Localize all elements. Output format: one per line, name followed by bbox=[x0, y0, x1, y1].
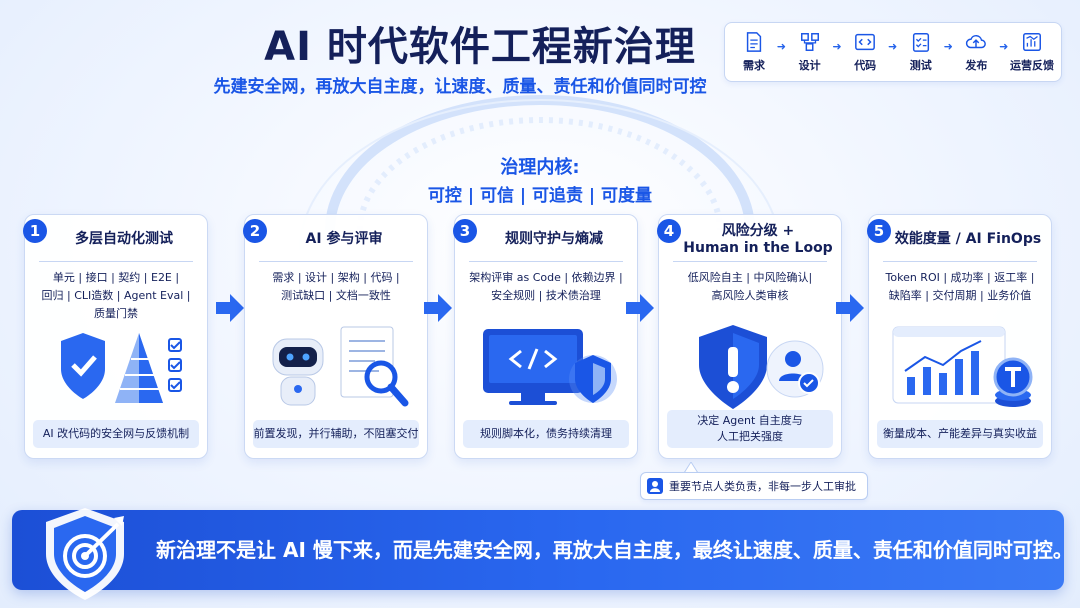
card-footer: 衡量成本、产能差异与真实收益 bbox=[877, 420, 1043, 448]
pipeline-label: 发布 bbox=[965, 59, 988, 72]
pipeline-step-design: 设计 bbox=[789, 31, 831, 73]
card-description: 低风险自主 | 中风险确认| 高风险人类审核 bbox=[687, 271, 813, 302]
banner-text: 新治理不是让 AI 慢下来，而是先建安全网，再放大自主度，最终让速度、质量、责任… bbox=[156, 538, 1073, 562]
page-subtitle: 先建安全网，再放大自主度，让速度、质量、责任和价值同时可控 bbox=[213, 77, 707, 97]
arrow-right-icon bbox=[424, 294, 452, 322]
warning-shield-icon bbox=[699, 325, 824, 409]
pipeline-label: 需求 bbox=[743, 59, 765, 72]
card-description: Token ROI | 成功率 | 返工率 | 缺陷率 | 交付周期 | 业务价… bbox=[885, 271, 1035, 302]
arrow-right-icon bbox=[216, 294, 244, 322]
card-rule-guard: 3 规则守护与熵减 架构评审 as Code | 依赖边界 | 安全规则 | 技… bbox=[453, 214, 638, 459]
arrow-right-icon bbox=[626, 294, 654, 322]
user-icon bbox=[647, 478, 663, 494]
pipeline-label: 代码 bbox=[854, 59, 877, 72]
pipeline-label: 设计 bbox=[798, 59, 821, 72]
chart-icon bbox=[1022, 33, 1041, 51]
core-items: 可控 | 可信 | 可追责 | 可度量 bbox=[427, 186, 653, 206]
cloud-upload-icon bbox=[966, 34, 987, 49]
callout-note: 重要节点人类负责，非每一步人工审批 bbox=[640, 472, 868, 500]
step-number: 5 bbox=[867, 219, 891, 243]
pipeline-step-release: 发布 bbox=[955, 31, 997, 73]
pipeline-step-code: 代码 bbox=[844, 31, 886, 73]
arrow-right-icon: ➜ bbox=[887, 40, 898, 53]
card-title: 风险分级 + Human in the Loop bbox=[683, 223, 833, 256]
card-title: 规则守护与熵减 bbox=[505, 231, 603, 247]
chart-coin-icon bbox=[892, 326, 1033, 407]
pipeline-label: 测试 bbox=[909, 59, 932, 72]
divider bbox=[469, 261, 623, 262]
card-automated-testing: 1 多层自动化测试 单元 | 接口 | 契约 | E2E | 回归 | CLI造… bbox=[23, 214, 208, 459]
shield-pyramid-icon bbox=[61, 333, 182, 403]
shield-target-icon bbox=[46, 508, 124, 600]
pipeline-step-requirements: 需求 bbox=[733, 31, 775, 73]
card-footer: 规则脚本化，债务持续清理 bbox=[463, 420, 629, 448]
arrow-right-icon: ➜ bbox=[943, 40, 953, 53]
document-icon bbox=[746, 32, 762, 52]
arrow-right-icon bbox=[836, 294, 864, 322]
card-description: 单元 | 接口 | 契约 | E2E | 回归 | CLI造数 | Agent … bbox=[41, 271, 191, 320]
pipeline-label: 运营反馈 bbox=[1009, 59, 1054, 72]
page-title: AI 时代软件工程新治理 bbox=[264, 24, 696, 70]
callout-text: 重要节点人类负责，非每一步人工审批 bbox=[669, 480, 856, 493]
card-description: 架构评审 as Code | 依赖边界 | 安全规则 | 技术债治理 bbox=[469, 271, 623, 302]
divider bbox=[883, 261, 1037, 262]
card-title: 效能度量 / AI FinOps bbox=[894, 231, 1042, 247]
step-number: 2 bbox=[243, 219, 267, 243]
card-footer: AI 改代码的安全网与反馈机制 bbox=[33, 420, 199, 448]
card-risk-tiering: 4 风险分级 + Human in the Loop 低风险自主 | 中风险确认… bbox=[657, 214, 842, 459]
core-title: 治理内核: bbox=[500, 157, 580, 178]
pipeline-step-ops-feedback: 运营反馈 bbox=[1009, 31, 1054, 73]
card-efficiency-metrics: 5 效能度量 / AI FinOps Token ROI | 成功率 | 返工率… bbox=[867, 214, 1052, 459]
callout-pointer bbox=[684, 462, 698, 473]
card-footer: 前置发现，并行辅助，不阻塞交付 bbox=[253, 420, 419, 448]
card-title: 多层自动化测试 bbox=[75, 231, 173, 247]
arrow-right-icon: ➜ bbox=[776, 40, 787, 53]
card-title: AI 参与评审 bbox=[305, 231, 383, 247]
arrow-right-icon: ➜ bbox=[832, 40, 842, 53]
divider bbox=[259, 261, 413, 262]
pipeline-step-test: 测试 bbox=[900, 31, 942, 73]
card-ai-review: 2 AI 参与评审 需求 | 设计 | 架构 | 代码 | 测试缺口 | 文档一… bbox=[243, 214, 428, 459]
structure-icon bbox=[800, 33, 819, 51]
code-icon bbox=[855, 33, 876, 51]
divider bbox=[673, 261, 827, 262]
step-number: 4 bbox=[657, 219, 681, 243]
lifecycle-pipeline: 需求 ➜ 设计 ➜ 代码 ➜ 测试 ➜ 发布 ➜ 运营反馈 bbox=[724, 22, 1062, 82]
card-description: 需求 | 设计 | 架构 | 代码 | 测试缺口 | 文档一致性 bbox=[272, 271, 400, 302]
robot-review-icon bbox=[272, 326, 409, 407]
divider bbox=[39, 261, 193, 262]
card-footer: 决定 Agent 自主度与 人工把关强度 bbox=[667, 410, 833, 448]
arrow-right-icon: ➜ bbox=[999, 40, 1009, 53]
step-number: 1 bbox=[23, 219, 47, 243]
step-number: 3 bbox=[453, 219, 477, 243]
checklist-icon bbox=[912, 33, 929, 52]
monitor-shield-icon bbox=[483, 329, 617, 405]
summary-banner: 新治理不是让 AI 慢下来，而是先建安全网，再放大自主度，最终让速度、质量、责任… bbox=[12, 508, 1073, 600]
